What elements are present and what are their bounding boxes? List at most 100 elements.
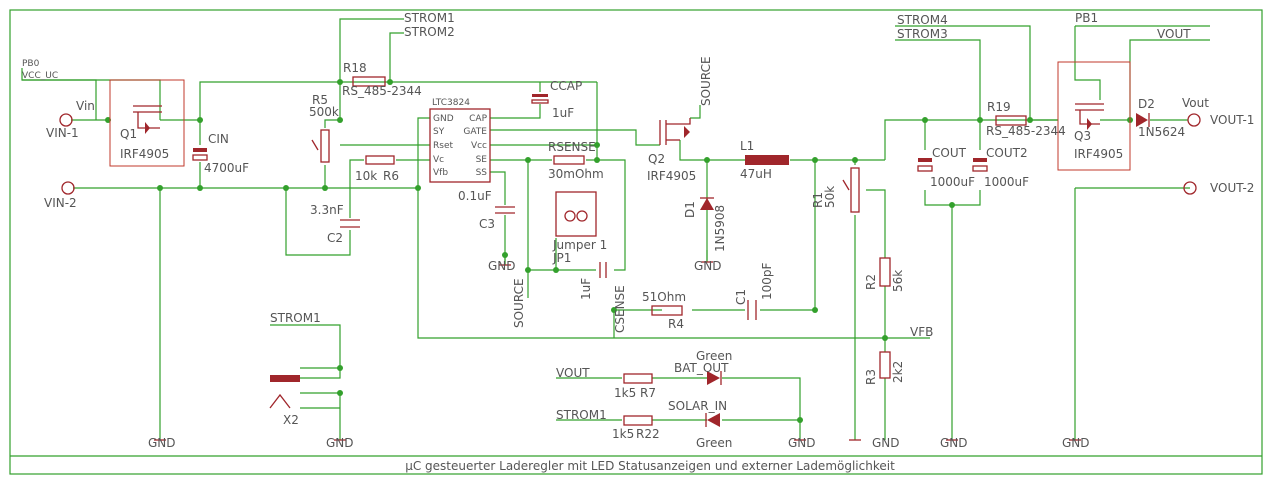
svg-text:51Ohm: 51Ohm [642,290,686,304]
led-bat-out: Green BAT_OUT [674,349,732,385]
net-strom4: STROM4 [897,13,948,27]
svg-text:GND: GND [326,436,354,450]
svg-text:R6: R6 [383,169,399,183]
svg-text:R2: R2 [864,274,878,290]
svg-text:D1: D1 [683,201,697,218]
svg-text:GND: GND [148,436,176,450]
svg-text:R1: R1 [811,192,825,208]
net-vcc-uc: VCC_UC [22,71,58,81]
svg-text:BAT_OUT: BAT_OUT [674,361,729,375]
svg-text:RS_485-2344: RS_485-2344 [342,84,422,98]
svg-text:GND: GND [694,259,722,273]
svg-text:GND: GND [488,259,516,273]
svg-text:LTC3824: LTC3824 [432,98,470,108]
svg-text:Vc: Vc [433,155,444,165]
vin1-label: VIN-1 [46,126,79,140]
svg-text:CIN: CIN [208,132,229,146]
svg-text:1N5908: 1N5908 [713,205,727,252]
svg-text:IRF4905: IRF4905 [1074,147,1123,161]
svg-text:L1: L1 [740,139,754,153]
svg-text:GND: GND [788,436,816,450]
svg-text:GND: GND [433,114,454,124]
svg-text:3.3nF: 3.3nF [310,203,344,217]
svg-text:C3: C3 [479,217,495,231]
svg-text:RS_485-2344: RS_485-2344 [986,124,1066,138]
resistor-rsense: RSENSE 30mOhm [548,140,604,181]
svg-text:100pF: 100pF [760,262,774,300]
resistor-r4: 51Ohm R4 [642,290,686,331]
svg-text:SS: SS [476,168,488,178]
svg-text:SY: SY [433,127,445,137]
net-vfb: VFB [910,325,933,339]
ic-ltc3824: LTC3824 GND SY Rset Vc Vfb CAP GATE Vcc … [429,98,491,183]
svg-text:C2: C2 [327,231,343,245]
gnd-symbols: GND GND GND GND GND GND GND GND [148,259,1090,450]
capacitor-cout: COUT 1000uF [917,146,975,189]
net-pb1: PB1 [1075,11,1098,25]
net-strom1: STROM1 [404,11,455,25]
potentiometer-r1: R1 50k [811,167,860,213]
resistor-r7: 1k5 R7 [614,373,656,400]
svg-text:GATE: GATE [463,127,487,137]
svg-text:R22: R22 [636,427,660,441]
capacitor-1uf: 1uF [579,262,607,300]
net-pb0: PB0 [22,59,40,69]
drawing-frame: µC gesteuerter Laderegler mit LED Status… [9,9,1263,475]
capacitor-c3: 0.1uF C3 [458,189,515,231]
net-source-bottom: SOURCE [512,278,526,328]
svg-text:JP1: JP1 [552,251,571,265]
svg-text:47uH: 47uH [740,167,772,181]
capacitor-cout2: COUT2 1000uF [972,146,1029,189]
svg-text:10k: 10k [355,169,377,183]
svg-text:Q1: Q1 [120,127,137,141]
diode-d1: D1 1N5908 [683,197,727,252]
svg-text:Green: Green [696,349,732,363]
svg-text:SOLAR_IN: SOLAR_IN [668,399,727,413]
capacitor-c2: 3.3nF C2 [310,203,360,245]
resistor-r19: R19 RS_485-2344 [986,100,1066,138]
svg-text:Q3: Q3 [1074,129,1091,143]
svg-text:1000uF: 1000uF [930,175,975,189]
net-vout-led: VOUT [556,366,590,380]
svg-text:2k2: 2k2 [891,361,905,383]
net-strom1-bottom: STROM1 [270,311,321,325]
connector-vout2: VOUT-2 [1183,181,1254,195]
svg-text:D2: D2 [1138,97,1155,111]
net-strom3: STROM3 [897,27,948,41]
net-strom2: STROM2 [404,25,455,39]
svg-text:1uF: 1uF [579,278,593,300]
jumper-jp1: Jumper 1 JP1 [552,191,607,265]
svg-text:GND: GND [872,436,900,450]
svg-text:SE: SE [476,155,488,165]
resistor-r22: 1k5 R22 [612,415,660,441]
svg-text:C1: C1 [734,289,748,305]
resistor-r3: R3 2k2 [864,351,905,385]
svg-text:Q2: Q2 [648,152,665,166]
svg-text:GND: GND [1062,436,1090,450]
svg-text:R7: R7 [640,386,656,400]
svg-text:1k5: 1k5 [612,427,634,441]
svg-text:Jumper 1: Jumper 1 [552,238,607,252]
net-csense: CSENSE [613,285,627,333]
svg-text:COUT: COUT [932,146,967,160]
svg-text:Green: Green [696,436,732,450]
svg-text:X2: X2 [283,413,299,427]
potentiometer-r5: R5 500k [309,93,339,163]
resistor-r6: 10k R6 [355,155,399,183]
connector-x2: STROM1 X2 [269,311,321,427]
svg-text:1000uF: 1000uF [984,175,1029,189]
svg-text:R4: R4 [668,317,684,331]
svg-text:IRF4905: IRF4905 [647,169,696,183]
diode-d2: D2 1N5624 [1136,97,1185,139]
svg-text:CAP: CAP [469,114,487,124]
svg-text:GND: GND [940,436,968,450]
net-source-top: SOURCE [699,56,713,106]
vin-label: Vin [76,99,95,113]
transistor-q2: SOURCE Q2 IRF4905 [647,56,713,183]
net-strom1-led: STROM1 [556,408,607,422]
svg-text:R19: R19 [987,100,1011,114]
transistor-q1: Q1 IRF4905 [109,79,185,167]
svg-text:R18: R18 [343,61,367,75]
svg-text:50k: 50k [823,186,837,208]
net-vout: VOUT [1157,27,1191,41]
